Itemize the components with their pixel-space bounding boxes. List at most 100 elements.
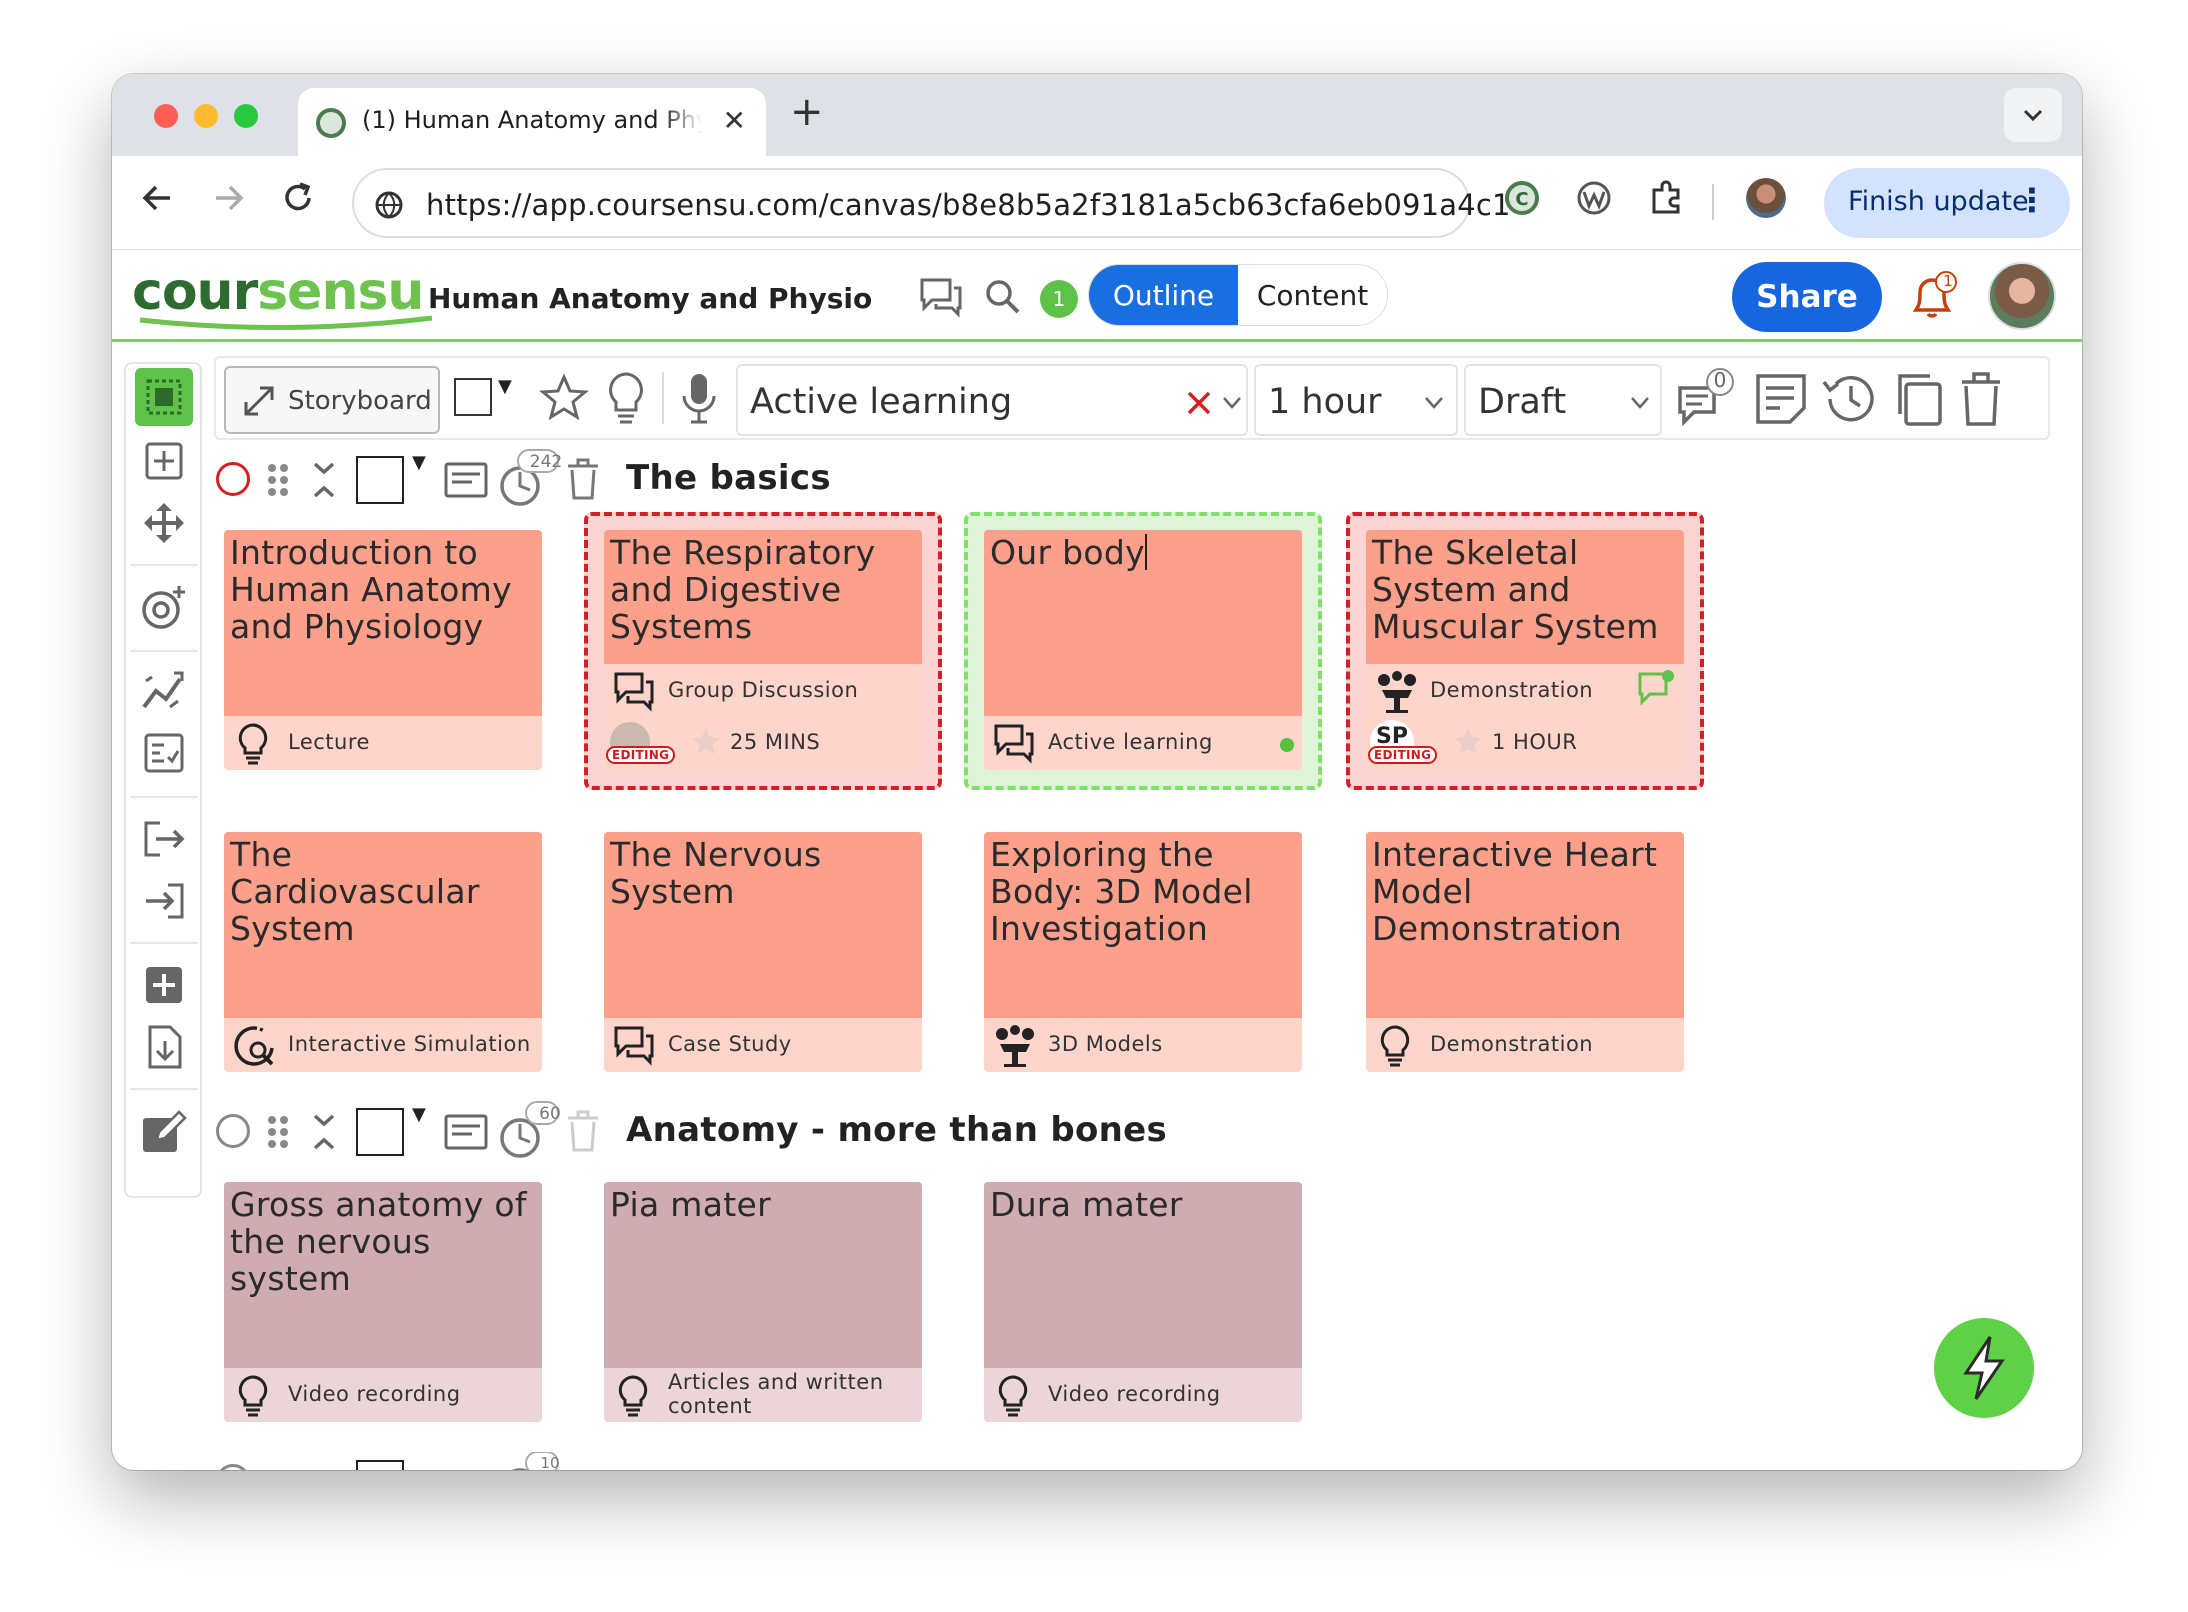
microphone-icon[interactable] (678, 370, 720, 428)
coursensu-extension-icon[interactable]: C (1502, 178, 1542, 218)
card-title[interactable]: Gross anatomy of the nervous system (224, 1182, 542, 1368)
reload-icon[interactable] (278, 178, 318, 218)
card-title[interactable]: Exploring the Body: 3D Model Investigati… (984, 832, 1302, 1018)
card-title[interactable]: Our body (984, 530, 1302, 716)
card-3d-model[interactable]: Exploring the Body: 3D Model Investigati… (984, 832, 1302, 1072)
site-info-icon[interactable] (374, 190, 404, 220)
forward-arrow-icon[interactable] (208, 178, 248, 218)
browser-tab[interactable]: (1) Human Anatomy and Phys ✕ (298, 88, 766, 156)
comment-added-icon[interactable] (1636, 668, 1676, 706)
minimize-window-button[interactable] (194, 104, 218, 128)
select-all-button[interactable] (135, 368, 193, 426)
more-vertical-icon[interactable]: ⋮ (2016, 181, 2048, 219)
section-select-radio[interactable] (216, 1114, 250, 1148)
extensions-puzzle-icon[interactable] (1646, 178, 1686, 218)
section-select-radio[interactable] (216, 1464, 250, 1470)
duration-select[interactable]: 1 hour (1254, 364, 1458, 436)
user-avatar[interactable] (1988, 262, 2056, 330)
add-card-button[interactable] (135, 956, 193, 1014)
section-color-swatch[interactable] (356, 1108, 404, 1156)
card-our-body[interactable]: Our body Active learning (984, 530, 1302, 770)
caret-down-icon[interactable]: ▼ (412, 452, 426, 473)
address-bar[interactable]: https://app.coursensu.com/canvas/b8e8b5a… (352, 168, 1511, 238)
star-icon[interactable] (1452, 726, 1484, 756)
online-users-badge[interactable]: 1 (1040, 280, 1078, 318)
section-trash-icon[interactable] (564, 1108, 602, 1154)
tab-outline[interactable]: Outline (1089, 265, 1238, 325)
card-heart-model[interactable]: Interactive Heart Model Demonstration De… (1366, 832, 1684, 1072)
card-comments-icon[interactable] (1674, 366, 1738, 430)
storyboard-button[interactable]: Storyboard (224, 366, 440, 434)
checklist-button[interactable] (135, 724, 193, 782)
card-nervous[interactable]: The Nervous System Case Study (604, 832, 922, 1072)
history-icon[interactable] (1820, 368, 1882, 430)
move-button[interactable] (135, 494, 193, 552)
card-intro[interactable]: Introduction to Human Anatomy and Physio… (224, 530, 542, 770)
maximize-window-button[interactable] (234, 104, 258, 128)
comments-icon[interactable] (918, 276, 964, 318)
section-color-swatch[interactable] (356, 456, 404, 504)
activity-type-select[interactable]: Active learning (736, 364, 1248, 436)
card-title[interactable]: The Nervous System (604, 832, 922, 1018)
card-respiratory[interactable]: The Respiratory and Digestive Systems Gr… (604, 530, 922, 770)
lightbulb-icon[interactable] (602, 370, 650, 426)
status-select[interactable]: Draft (1464, 364, 1662, 436)
collapse-icon[interactable] (310, 460, 338, 500)
section-timer-icon[interactable] (496, 1100, 560, 1160)
section-notes-icon[interactable] (442, 1112, 490, 1152)
section-select-radio[interactable] (216, 462, 250, 496)
document-title[interactable]: Human Anatomy and Physio (428, 282, 873, 315)
collapse-icon[interactable] (310, 1112, 338, 1152)
caret-down-icon[interactable]: ▼ (498, 376, 512, 397)
duplicate-icon[interactable] (1888, 368, 1948, 430)
color-swatch-button[interactable] (454, 378, 492, 416)
new-tab-button[interactable]: + (790, 89, 824, 135)
import-button[interactable] (135, 872, 193, 930)
clear-x-icon[interactable] (1186, 390, 1212, 416)
section-notes-icon[interactable] (442, 460, 490, 500)
notes-icon[interactable] (1752, 370, 1810, 428)
section-title[interactable]: The basics (626, 458, 831, 498)
card-title[interactable]: Pia mater (604, 1182, 922, 1368)
finish-update-button[interactable]: Finish update ⋮ (1824, 168, 2070, 238)
caret-down-icon[interactable]: ▼ (412, 1104, 426, 1125)
download-button[interactable] (135, 1018, 193, 1076)
export-button[interactable] (135, 810, 193, 868)
card-title[interactable]: Dura mater (984, 1182, 1302, 1368)
section-timer-icon[interactable] (496, 1452, 560, 1470)
star-icon[interactable] (690, 726, 722, 756)
card-title[interactable]: The Skeletal System and Muscular System (1366, 530, 1684, 664)
tab-close-icon[interactable]: ✕ (722, 104, 746, 137)
card-dura-mater[interactable]: Dura mater Video recording (984, 1182, 1302, 1422)
card-title[interactable]: The Respiratory and Digestive Systems (604, 530, 922, 664)
coursensu-logo[interactable]: coursensu (132, 266, 424, 318)
back-arrow-icon[interactable] (138, 178, 178, 218)
edit-button[interactable] (135, 1104, 193, 1162)
card-skeletal[interactable]: The Skeletal System and Muscular System … (1366, 530, 1684, 770)
section-color-swatch[interactable] (356, 1460, 404, 1470)
drag-handle-icon[interactable] (264, 462, 292, 498)
section-timer-icon[interactable] (496, 448, 560, 508)
notification-bell-icon[interactable] (1906, 270, 1960, 326)
wordpress-extension-icon[interactable] (1574, 178, 1614, 218)
add-goal-button[interactable] (135, 578, 193, 636)
close-window-button[interactable] (154, 104, 178, 128)
trash-icon[interactable] (1954, 368, 2008, 430)
star-icon[interactable] (538, 372, 590, 424)
tab-search-button[interactable] (2004, 88, 2062, 142)
card-title[interactable]: The Cardiovascular System (224, 832, 542, 1018)
card-pia-mater[interactable]: Pia mater Articles and written content (604, 1182, 922, 1422)
profile-avatar[interactable] (1746, 178, 1786, 218)
quick-action-button[interactable] (1934, 1318, 2034, 1418)
analytics-button[interactable] (135, 662, 193, 720)
card-title[interactable]: Interactive Heart Model Demonstration (1366, 832, 1684, 1018)
card-cardiovascular[interactable]: The Cardiovascular System Interactive Si… (224, 832, 542, 1072)
drag-handle-icon[interactable] (264, 1114, 292, 1150)
section-title[interactable]: Anatomy - more than bones (626, 1110, 1168, 1150)
section-trash-icon[interactable] (564, 456, 602, 502)
add-section-button[interactable] (135, 432, 193, 490)
tab-content[interactable]: Content (1238, 265, 1387, 325)
card-title[interactable]: Introduction to Human Anatomy and Physio… (224, 530, 542, 716)
share-button[interactable]: Share (1732, 262, 1882, 332)
search-icon[interactable] (984, 278, 1022, 316)
